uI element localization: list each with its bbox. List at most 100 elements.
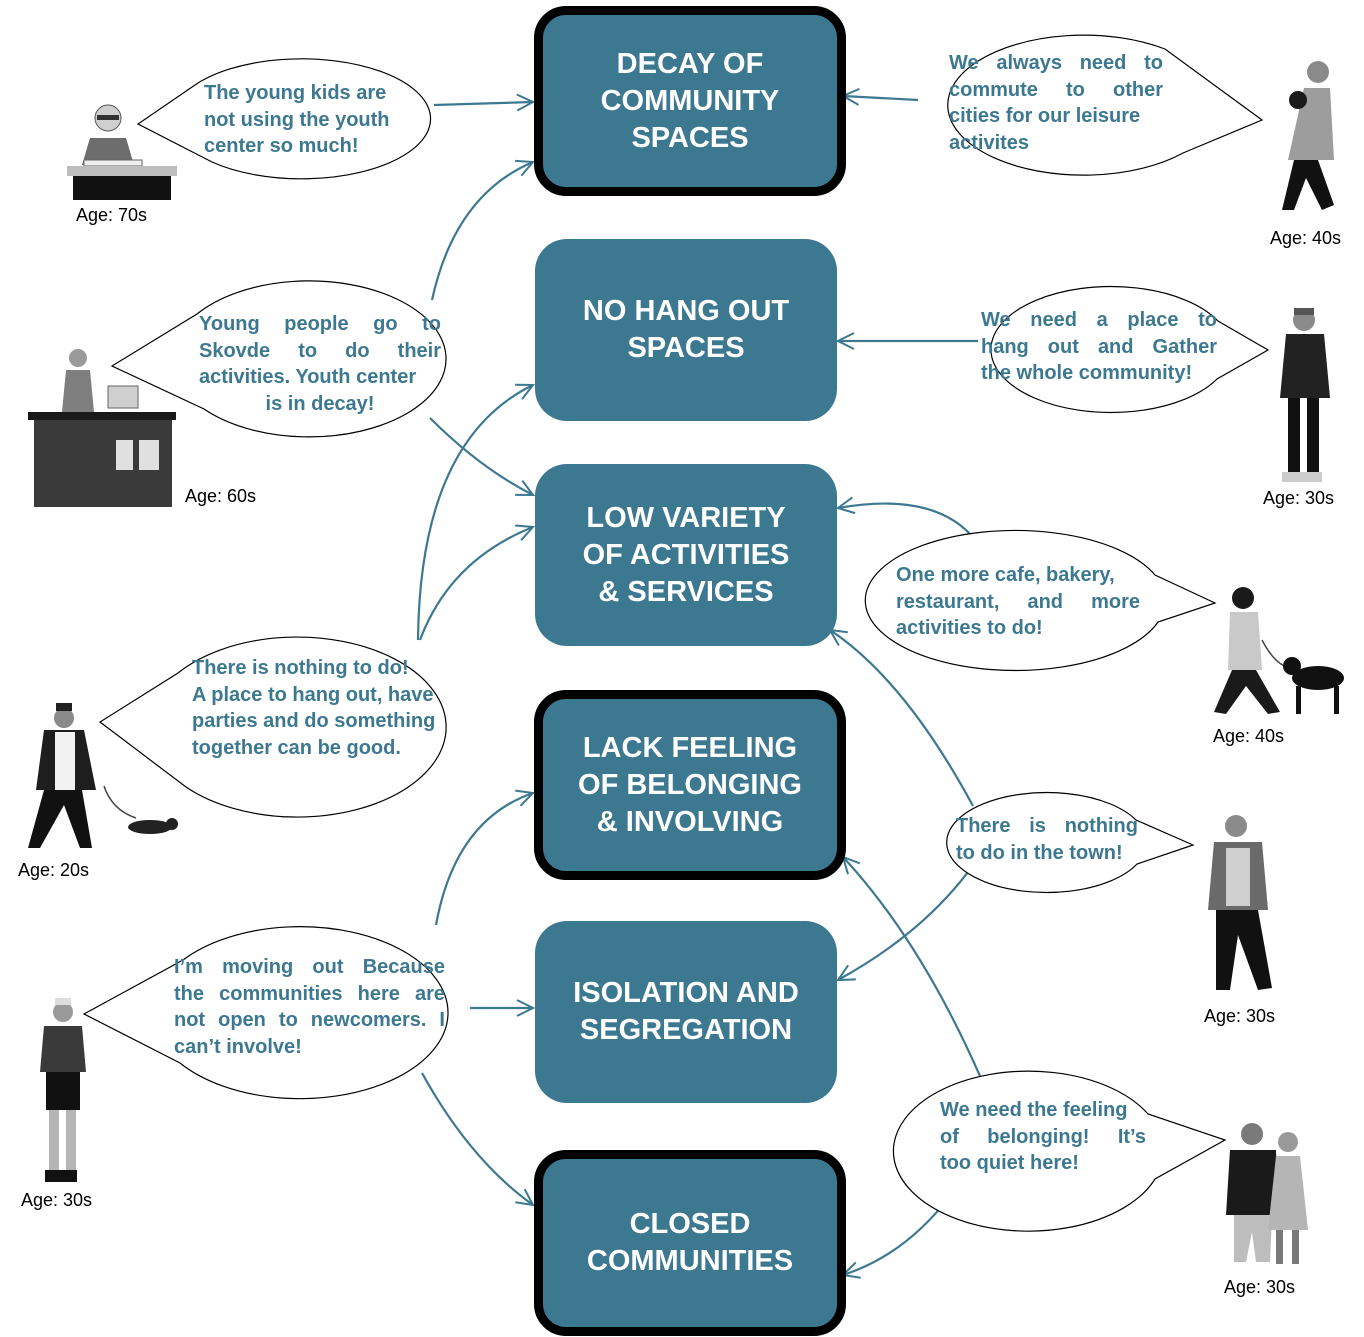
quote-line: hang out and Gather [981,335,1217,358]
box-line: ISOLATION AND [573,977,799,1009]
box-line: CLOSED [629,1208,751,1240]
quote-line: The young kids are [204,82,387,104]
man-walking-icon [1208,815,1272,990]
arrow-q30c-to-belonging [843,857,982,1077]
bubble-30s-left [82,926,449,1100]
box-line: & INVOLVING [596,805,784,838]
quote-line: Young people go to [199,313,441,335]
box-line: OF ACTIVITIES [582,538,790,571]
arrow-q30b-to-isolation [838,871,969,980]
man-standing-icon [1280,308,1330,482]
quote-line: cities for our leisure [949,105,1141,127]
box-isolation-and-segregation: ISOLATION AND SEGREGATION [535,921,837,1103]
quote-line: activites [949,131,1030,154]
quote-line: center so much! [204,135,359,157]
person-walking-dog-icon [1214,587,1344,714]
bubble-30s-bottom [892,1070,1227,1232]
box-line: SPACES [631,121,749,154]
age-label-40s-mid: Age: 40s [1213,726,1285,746]
quote-line: There is nothing to do! [192,657,409,679]
box-line: LOW VARIETY [586,501,786,534]
quote-line: We need the feeling [940,1099,1128,1121]
couple-walking-icon [1226,1123,1308,1264]
age-label-70s: Age: 70s [76,205,148,225]
quote-line: restaurant, and more [896,590,1140,613]
quote-30s-bottom: We need the feeling of belonging! It’s too… [940,1097,1146,1177]
speech-bubbles [82,34,1270,1232]
quote-line: of belonging! It’s [940,1125,1146,1148]
arrow-q30l-to-belonging [434,793,533,926]
bubble-20s [98,636,447,818]
box-line: SPACES [627,332,745,364]
quote-line: parties and do something [192,710,436,732]
bubble-40s-mid [864,529,1217,672]
quote-line: I’m moving out Because [174,956,445,978]
age-label-40s-top: Age: 40s [1270,228,1342,248]
quote-30s-left: I’m moving out Because the communities he… [174,954,445,1060]
cashier-icon [28,349,176,507]
quote-line: activities to do! [896,617,1043,639]
age-label-60s: Age: 60s [185,486,257,506]
bubble-40s-top [947,34,1264,176]
quote-line: activities. Youth center [199,366,417,388]
arrow-q20-to-hangout [416,385,533,641]
connector-arrows [416,96,982,1275]
quote-line: We need a place to [981,309,1217,331]
box-closed-communities: CLOSED COMMUNITIES [534,1150,846,1336]
age-label-30s-left: Age: 30s [21,1190,93,1210]
quote-line: together can be good. [192,736,401,759]
arrow-q20-to-variety [418,527,533,641]
arrow-q30l-to-closed [421,1072,533,1205]
quote-line: There is nothing [956,815,1138,837]
age-label-30s-bottom: Age: 30s [1224,1277,1296,1297]
bubble-30s-top [990,285,1270,414]
arrow-q40a-to-decay [843,96,919,100]
quote-line: A place to hang out, have [192,683,434,706]
age-label-30s-mid: Age: 30s [1204,1006,1276,1026]
box-line: SEGREGATION [579,1014,793,1046]
box-line: COMMUNITY [600,84,780,117]
quote-line: too quiet here! [940,1152,1079,1174]
box-low-variety-of-activities: LOW VARIETY OF ACTIVITIES & SERVICES [535,464,837,646]
quote-40s-mid: One more cafe, bakery, restaurant, and mo… [896,562,1140,642]
quote-line: the whole community! [981,362,1193,384]
bubble-60s [110,280,447,438]
quote-30s-top: We need a place to hang out and Gather the… [981,307,1217,387]
person-at-desk-icon [67,104,177,200]
quote-line: Skovde to do their [199,339,441,362]
person-illustrations [28,61,1344,1264]
woman-walking-dog-icon [28,703,178,848]
quote-40s-top: We always need to commute to other cities … [949,50,1163,156]
quote-line: not open to newcomers. I [174,1009,445,1031]
box-decay-of-community-spaces: DECAY OF COMMUNITY SPACES [534,6,846,196]
bubble-70s [136,58,432,180]
box-line: & SERVICES [598,575,774,608]
woman-holding-dog-icon [1282,61,1334,210]
box-line: OF BELONGING [578,768,802,801]
woman-holding-phone-icon [40,998,86,1182]
bubble-30s-mid [946,791,1195,894]
box-line: COMMUNITIES [586,1245,794,1277]
quote-line: commute to other [949,78,1163,101]
arrow-q30b-to-variety [830,630,974,807]
box-line: DECAY OF [616,47,764,80]
quote-line: the communities here are [174,982,445,1005]
quote-line: One more cafe, bakery, [896,564,1115,586]
quote-20s: There is nothing to do! A place to hang o… [192,655,467,761]
box-no-hang-out-spaces: NO HANG OUT SPACES [535,239,837,421]
arrow-q60-to-decay [430,162,533,301]
box-line: LACK FEELING [582,731,798,764]
quote-line: can’t involve! [174,1035,302,1058]
quote-line: We always need to [949,52,1163,74]
box-lack-feeling-of-belonging: LACK FEELING OF BELONGING & INVOLVING [534,690,846,880]
arrow-q70-to-decay [433,102,533,105]
age-label-20s: Age: 20s [18,860,90,880]
age-label-30s-top: Age: 30s [1263,488,1335,508]
quote-60s: Young people go to Skovde to do their acti… [199,311,441,417]
arrow-q40b-to-variety [838,504,971,535]
quote-line: not using the youth [204,108,390,131]
quote-70s: The young kids are not using the youth cen… [204,80,414,160]
box-line: NO HANG OUT [582,295,790,327]
